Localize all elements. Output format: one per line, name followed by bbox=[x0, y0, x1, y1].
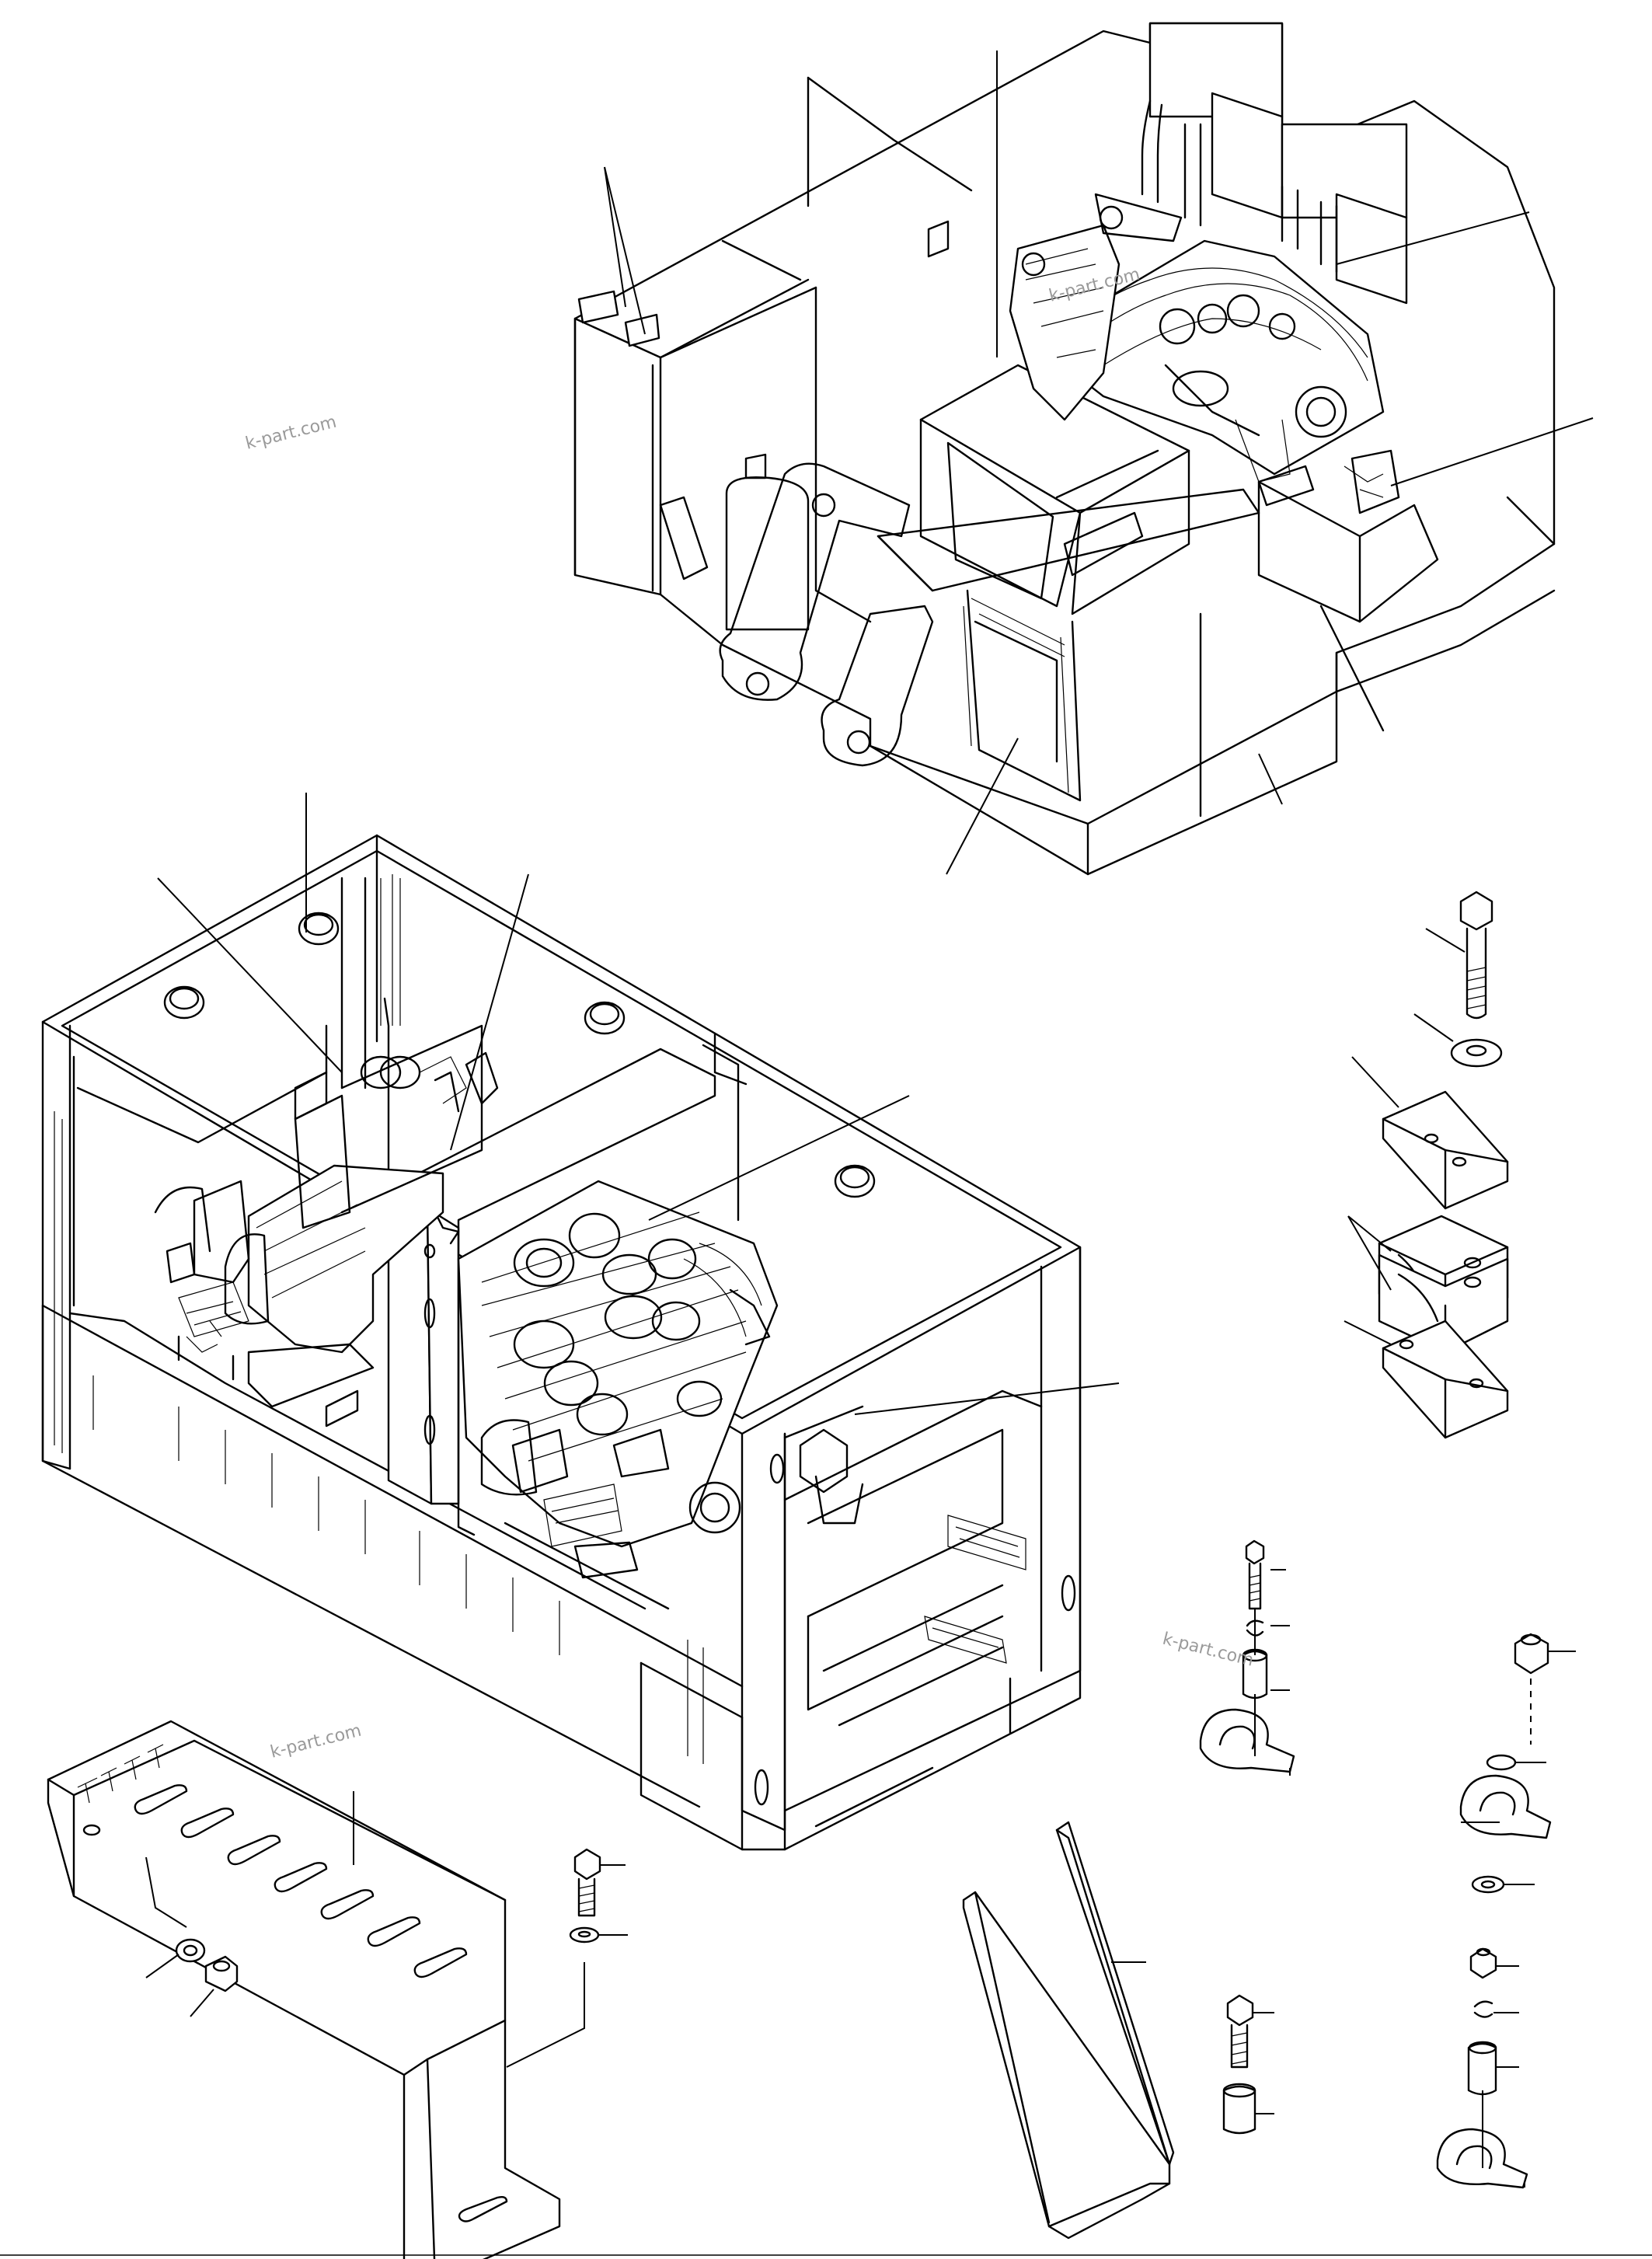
watermark-1: k-part.com bbox=[243, 413, 338, 454]
clip-assembly-3 bbox=[1438, 1949, 1527, 2188]
watermark-3: k-part.com bbox=[268, 1721, 363, 1762]
clip-assembly-1 bbox=[1201, 1541, 1294, 1776]
step-bracket bbox=[48, 1721, 584, 2259]
engine-assembly-top bbox=[1010, 194, 1399, 513]
clamp-stack-parts bbox=[1344, 892, 1507, 1438]
watermark-4: k-part.com bbox=[1161, 1630, 1256, 1671]
left-tank-box bbox=[575, 221, 948, 629]
bracket-hardware bbox=[146, 1849, 628, 2017]
top-leader-lines bbox=[605, 51, 1593, 874]
engine-module-frame bbox=[43, 835, 1080, 1849]
clip-assembly-2 bbox=[1461, 1634, 1576, 1892]
tank-boxes bbox=[1142, 23, 1406, 303]
operator-cab bbox=[878, 365, 1259, 800]
engine-module-left-components bbox=[155, 913, 874, 1426]
middle-leader-lines bbox=[158, 793, 1119, 1414]
machine-upper-structure bbox=[575, 23, 1554, 874]
engine-module-right-components bbox=[458, 1181, 1075, 1826]
bolt-spacer-pair bbox=[1224, 1996, 1274, 2133]
boom-brackets bbox=[720, 464, 932, 765]
channel-guard bbox=[964, 1822, 1173, 2238]
